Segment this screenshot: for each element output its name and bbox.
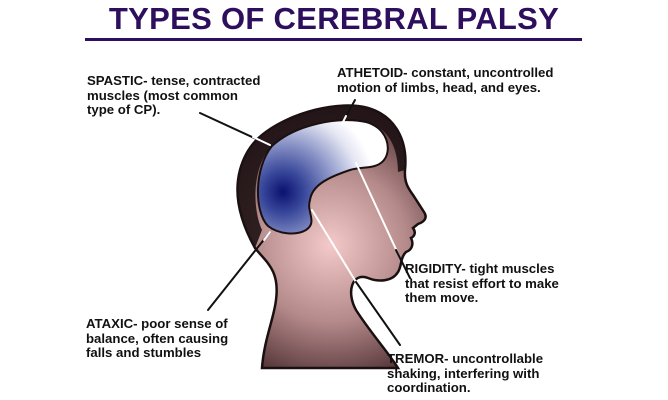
label-rigidity: RIGIDITY- tight muscles that resist effo… bbox=[405, 261, 559, 305]
skull-band bbox=[237, 105, 406, 249]
label-athetoid: ATHETOID- constant, uncontrolled motion … bbox=[337, 65, 554, 95]
brain-region bbox=[257, 119, 389, 235]
diagram-title: TYPES OF CEREBRAL PALSY bbox=[108, 1, 560, 36]
label-ataxic: ATAXIC- poor sense of balance, often cau… bbox=[86, 316, 229, 360]
label-tremor: TREMOR- uncontrollable shaking, interfer… bbox=[387, 351, 544, 395]
pointer-lines bbox=[199, 99, 411, 346]
title-underline bbox=[85, 38, 582, 41]
label-spastic: SPASTIC- tense, contracted muscles (most… bbox=[87, 73, 261, 117]
